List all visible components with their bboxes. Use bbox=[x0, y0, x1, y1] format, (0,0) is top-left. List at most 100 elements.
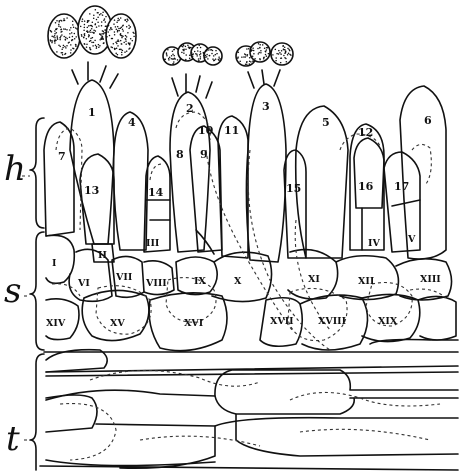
cell-numeral-VIII: VIII bbox=[145, 278, 167, 289]
spore-dot bbox=[207, 49, 209, 51]
spore-dot bbox=[62, 54, 64, 56]
spore-dot bbox=[185, 46, 187, 48]
spore-dot bbox=[94, 40, 96, 42]
spore-dot bbox=[82, 18, 84, 20]
spore-dot bbox=[92, 21, 94, 23]
spore-dot bbox=[71, 39, 73, 41]
spore-dot bbox=[90, 31, 92, 33]
spore-dot bbox=[258, 53, 260, 55]
spore-dot bbox=[70, 44, 72, 46]
spore-dot bbox=[109, 35, 111, 37]
spore-dot bbox=[252, 60, 254, 62]
cell-numeral-IV: IV bbox=[368, 238, 380, 249]
spore-dot bbox=[99, 45, 101, 47]
spore-dot bbox=[102, 30, 104, 32]
spore-dot bbox=[173, 61, 175, 63]
spore-dot bbox=[109, 29, 111, 31]
spore-dot bbox=[91, 28, 93, 30]
spore-dot bbox=[198, 58, 200, 60]
spore-dot bbox=[75, 46, 77, 48]
spore-dot bbox=[89, 47, 91, 49]
spore-dot bbox=[107, 25, 109, 27]
spore-dot bbox=[183, 44, 185, 46]
hymenium-basidia bbox=[44, 62, 446, 350]
spore-dot bbox=[282, 45, 284, 47]
spore-dot bbox=[119, 19, 121, 21]
spore-dot bbox=[288, 52, 290, 54]
spore-dot bbox=[285, 50, 287, 52]
spore-dot bbox=[117, 54, 119, 56]
spore-dot bbox=[50, 39, 52, 41]
spore-dot bbox=[250, 51, 252, 53]
spore-dot bbox=[200, 58, 202, 60]
spore-dot bbox=[252, 47, 254, 49]
spore-dot bbox=[71, 32, 73, 34]
spore-dot bbox=[125, 43, 127, 45]
spore-dot bbox=[167, 49, 169, 51]
cell-numeral-III: III bbox=[146, 238, 160, 249]
spore-dot bbox=[76, 28, 78, 30]
spore-dot bbox=[87, 20, 89, 22]
spore-dot bbox=[128, 48, 130, 50]
spore-dot bbox=[105, 16, 107, 18]
spore-dot bbox=[75, 44, 77, 46]
spore-dot bbox=[182, 46, 184, 48]
spore-dot bbox=[60, 37, 62, 39]
spore-dot bbox=[61, 20, 63, 22]
spore-dot bbox=[59, 39, 61, 41]
spore-dot bbox=[284, 53, 286, 55]
spore-dot bbox=[191, 49, 193, 51]
spore-dot bbox=[54, 42, 56, 44]
spore-dot bbox=[63, 45, 65, 47]
spore-dot bbox=[169, 57, 171, 59]
spore-dot bbox=[207, 58, 209, 60]
spore-dot bbox=[250, 49, 252, 51]
spore-dot bbox=[110, 28, 112, 30]
spore-dot bbox=[50, 30, 52, 32]
spore-dot bbox=[63, 18, 65, 20]
spore-dot bbox=[206, 54, 208, 56]
spore-dot bbox=[272, 54, 274, 56]
spore-dot bbox=[126, 26, 128, 28]
spore-dot bbox=[237, 57, 239, 59]
spore-dot bbox=[59, 20, 61, 22]
spore-dot bbox=[119, 49, 121, 51]
spore-dot bbox=[60, 29, 62, 31]
spore-dot bbox=[206, 56, 208, 58]
spore-dot bbox=[168, 59, 170, 61]
spore-dot bbox=[55, 22, 57, 24]
spore-dot bbox=[80, 26, 82, 28]
basidium-number-16: 16 bbox=[358, 180, 374, 193]
spore-dot bbox=[198, 60, 200, 62]
spore-dot bbox=[117, 18, 119, 20]
spore-dot bbox=[51, 35, 53, 37]
spore-dot bbox=[63, 20, 65, 22]
spore-dot bbox=[120, 34, 122, 36]
spore-dot bbox=[206, 50, 208, 52]
spore-dot bbox=[196, 55, 198, 57]
spore-dot bbox=[289, 50, 291, 52]
cell-numeral-IX: IX bbox=[194, 276, 206, 287]
spore-dot bbox=[56, 32, 58, 34]
spore-dot bbox=[185, 54, 187, 56]
spore-dot bbox=[86, 43, 88, 45]
spore-dot bbox=[115, 52, 117, 54]
spore-dot bbox=[132, 40, 134, 42]
spore-dot bbox=[104, 18, 106, 20]
spore-dot bbox=[120, 17, 122, 19]
spore-dot bbox=[65, 39, 67, 41]
spore-dot bbox=[164, 59, 166, 61]
spore-dot bbox=[123, 42, 125, 44]
spore-dot bbox=[246, 61, 248, 63]
spore-dot bbox=[283, 55, 285, 57]
spore-dot bbox=[111, 38, 113, 40]
spore-dot bbox=[92, 37, 94, 39]
spore-dot bbox=[56, 51, 58, 53]
spore-dot bbox=[185, 49, 187, 51]
spore-dot bbox=[199, 54, 201, 56]
spore-dot bbox=[56, 20, 58, 22]
spore-dot bbox=[219, 58, 221, 60]
spore-dot bbox=[191, 52, 193, 54]
spore-dot bbox=[275, 60, 277, 62]
spore-dot bbox=[64, 46, 66, 48]
